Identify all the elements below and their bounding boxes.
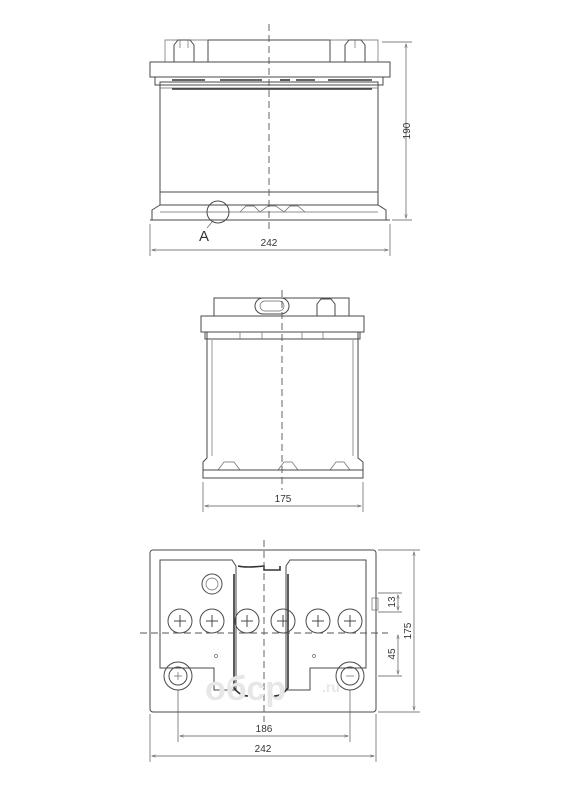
front-width-dimension: 242 (261, 238, 278, 249)
side-width-dimension: 175 (275, 494, 292, 505)
top-offset-dimension-13: 13 (387, 596, 398, 608)
watermark-suffix: .ru (322, 679, 340, 695)
cell-plugs (167, 608, 363, 634)
top-depth-dimension: 175 (403, 622, 414, 639)
terminal-spacing-dimension: 186 (256, 724, 273, 735)
top-view: 13 45 175 186 242 (140, 540, 420, 762)
front-height-dimension: 190 (402, 122, 413, 139)
detail-label-a: A (199, 228, 209, 245)
side-view: 175 (200, 290, 365, 512)
top-offset-dimension-45: 45 (387, 648, 398, 660)
top-width-dimension: 242 (255, 744, 272, 755)
watermark: oбсp .ru (205, 670, 340, 708)
watermark-text: oбсp (205, 670, 286, 708)
front-view: A 190 242 (149, 24, 413, 256)
